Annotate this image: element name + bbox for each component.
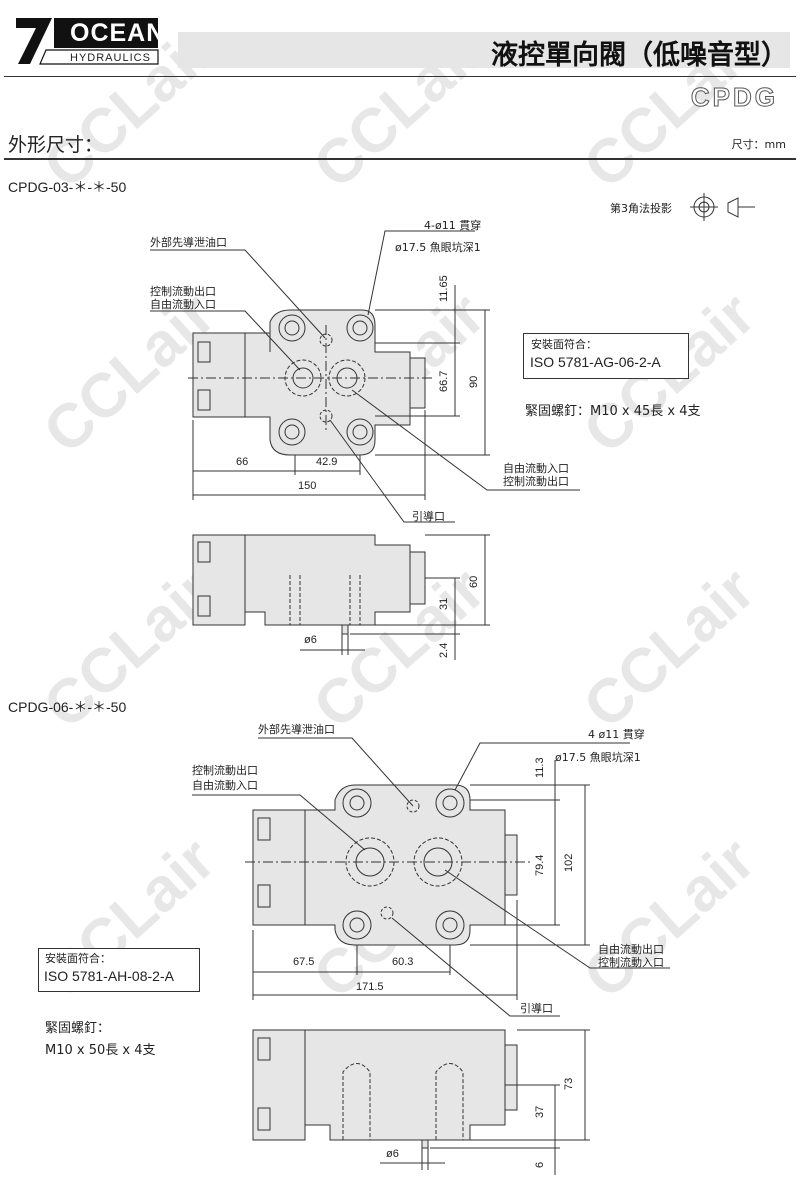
label-free-in: 自由流動入口 xyxy=(192,779,258,792)
dim-90: 90 xyxy=(468,375,480,388)
unit-note: 尺寸：mm xyxy=(731,138,786,151)
valve-06-top-view xyxy=(252,784,518,946)
label-spotface: ø17.5 魚眼坑深1 xyxy=(395,241,481,254)
valve-03-dimension-lines xyxy=(150,230,580,523)
dim-pilot-dia: ø6 xyxy=(386,1148,399,1160)
label-bolt-holes: 4 ø11 貫穿 xyxy=(588,728,645,741)
label-bolt-holes: 4-ø11 貫穿 xyxy=(424,219,482,232)
valve-03-side-dims xyxy=(289,534,490,660)
valve-06-dimension-lines xyxy=(192,737,670,1017)
dim-67-5: 67.5 xyxy=(293,956,315,968)
iso-label: 安裝面符合： xyxy=(531,338,597,351)
third-angle-projection-icon xyxy=(690,193,755,221)
section-title: 外形尺寸： xyxy=(8,134,104,156)
label-free-in: 自由流動入口 xyxy=(150,298,216,311)
valve-06-holes xyxy=(245,788,530,940)
label-control-out: 控制流動出口 xyxy=(192,764,258,777)
dim-66-7: 66.7 xyxy=(438,370,450,392)
dim-6: 6 xyxy=(534,1161,546,1168)
dim-102: 102 xyxy=(563,853,575,872)
dim-60-3: 60.3 xyxy=(392,956,414,968)
dim-42-9: 42.9 xyxy=(316,456,338,468)
label-free-out-right: 自由流動出口 xyxy=(598,943,664,956)
dim-11-3: 11.3 xyxy=(534,757,546,778)
dim-66: 66 xyxy=(236,456,249,468)
label-control-in-right: 控制流動入口 xyxy=(598,956,664,969)
logo-text-hydraulics: HYDRAULICS xyxy=(70,52,151,64)
dim-171-5: 171.5 xyxy=(356,981,384,993)
iso-box: 安裝面符合： ISO 5781-AG-06-2-A xyxy=(523,333,689,379)
projection-label: 第3角法投影 xyxy=(610,202,672,215)
iso-box: 安裝面符合： ISO 5781-AH-08-2-A xyxy=(38,948,200,992)
dim-31: 31 xyxy=(438,597,450,610)
dim-11-65: 11.65 xyxy=(438,275,450,302)
title-bar xyxy=(178,32,790,68)
model-code: CPDG xyxy=(690,82,778,113)
screw-spec-value: M10 x 50長 x 4支 xyxy=(45,1043,156,1058)
label-spotface: ø17.5 魚眼坑深1 xyxy=(555,751,641,764)
dim-73: 73 xyxy=(563,1077,575,1090)
screw-spec: 緊固螺釘：M10 x 45長 x 4支 xyxy=(525,404,701,419)
label-control-out: 控制流動出口 xyxy=(150,285,216,298)
iso-label: 安裝面符合： xyxy=(45,952,111,965)
model-label-03: CPDG-03-＊-＊-50 xyxy=(8,179,127,195)
label-control-out-right: 控制流動出口 xyxy=(503,475,569,488)
dim-37: 37 xyxy=(534,1105,546,1118)
dim-150: 150 xyxy=(298,480,317,492)
screw-spec-label: 緊固螺釘： xyxy=(45,1021,111,1036)
valve-03-holes xyxy=(188,314,432,446)
page-title: 液控單向閥（低噪音型） xyxy=(491,40,788,71)
model-label-06: CPDG-06-＊-＊-50 xyxy=(8,699,127,715)
valve-03-side-view xyxy=(192,534,426,635)
iso-value: ISO 5781-AG-06-2-A xyxy=(530,354,661,370)
dim-79-4: 79.4 xyxy=(534,854,546,876)
divider xyxy=(4,76,796,77)
dim-pilot-dia: ø6 xyxy=(304,634,317,646)
label-drain-port: 外部先導泄油口 xyxy=(150,236,227,249)
valve-06-side-view xyxy=(252,1029,518,1149)
valve-03-top-view xyxy=(192,309,426,456)
dim-60: 60 xyxy=(468,575,480,588)
valve-06-side-dims xyxy=(342,1029,590,1175)
label-pilot-port: 引導口 xyxy=(520,1002,553,1015)
label-pilot-port: 引導口 xyxy=(412,510,445,523)
label-drain-port: 外部先導泄油口 xyxy=(258,723,335,736)
logo: OCEAN HYDRAULICS xyxy=(14,12,164,68)
logo-text-ocean: OCEAN xyxy=(70,19,166,47)
label-free-in-right: 自由流動入口 xyxy=(503,462,569,475)
divider xyxy=(4,158,796,160)
iso-value: ISO 5781-AH-08-2-A xyxy=(44,968,174,984)
dim-2-4: 2.4 xyxy=(438,642,450,658)
logo-seven-icon xyxy=(16,18,159,65)
